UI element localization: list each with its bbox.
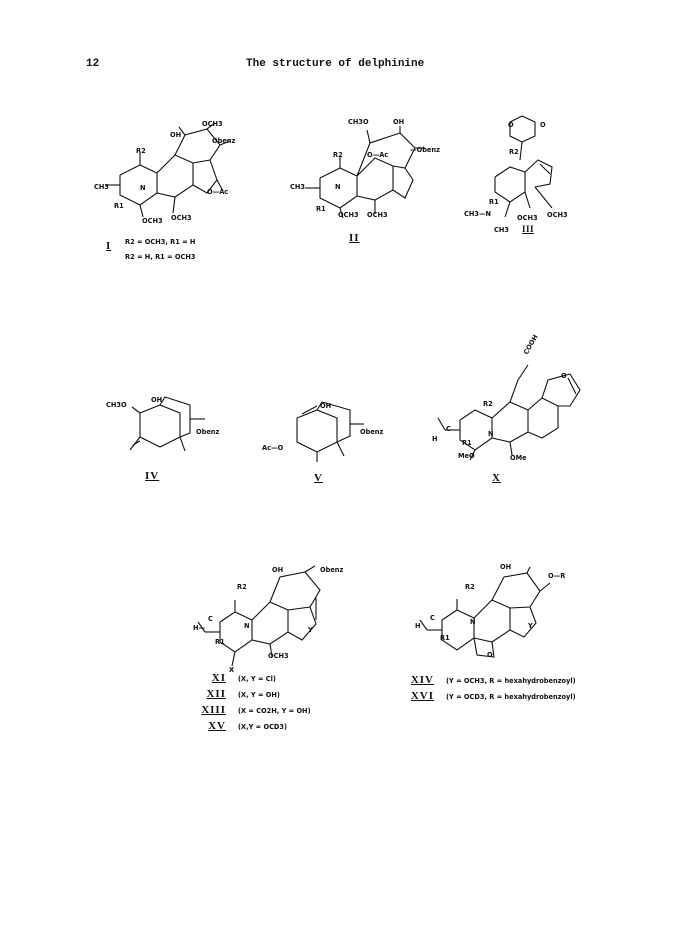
label-och3-right: OCH3	[547, 211, 568, 219]
label-oh: OH	[393, 118, 405, 126]
label-r2: R2	[333, 151, 343, 159]
label-oh: OH	[320, 402, 332, 410]
caption-text: (Y = OCH3, R = hexahydrobenzoyl)	[446, 677, 576, 685]
label-o: O	[487, 651, 493, 659]
caption-text: (X, Y = Cl)	[238, 675, 276, 683]
label-meo: MeO	[458, 452, 475, 460]
caption-numeral: XVI	[410, 690, 434, 702]
structure-I-bonds	[105, 122, 231, 218]
page-title: The structure of delphinine	[246, 58, 425, 70]
label-n: N	[335, 183, 341, 191]
structure-numeral: III	[522, 224, 535, 234]
label-och3-left: OCH3	[517, 214, 538, 222]
label-r2: R2	[237, 583, 247, 591]
structure-numeral: IV	[145, 470, 160, 482]
caption-text: (Y = OCD3, R = hexahydrobenzoyl)	[446, 693, 576, 701]
label-och3-right: OCH3	[367, 211, 388, 219]
label-r1: R1	[489, 198, 499, 206]
label-h: H	[415, 622, 421, 630]
label-oh: OH	[170, 131, 182, 139]
caption-text: (X = CO2H, Y = OH)	[238, 707, 311, 715]
label-och3-left: OCH3	[338, 211, 359, 219]
label-ch3: CH3	[494, 226, 509, 234]
label-obenz: Obenz	[320, 566, 344, 574]
label-och3: OCH3	[202, 120, 223, 128]
structure-numeral: II	[349, 232, 360, 244]
label-o-left: O	[508, 121, 514, 129]
label-oac: O—Ac	[207, 188, 229, 196]
label-ch3: CH3	[290, 183, 305, 191]
caption-numeral: XIV	[410, 674, 434, 686]
label-ch3: CH3	[94, 183, 109, 191]
structure-IV-bonds	[129, 396, 205, 452]
label-c: C	[446, 425, 451, 433]
label-c: C	[430, 614, 435, 622]
caption-XV: XV (X,Y = OCD3)	[198, 720, 287, 732]
label-h: H	[432, 435, 438, 443]
label-n: N	[140, 184, 146, 192]
label-obenz: Obenz	[196, 428, 220, 436]
label-x: X	[229, 666, 235, 674]
label-r1: R1	[114, 202, 124, 210]
caption-XIV: XIV (Y = OCH3, R = hexahydrobenzoyl)	[406, 674, 576, 686]
label-n: N	[470, 618, 476, 626]
label-y: Y	[308, 626, 313, 634]
label-r1: R1	[462, 439, 472, 447]
label-o: O	[561, 372, 567, 380]
label-obenz: —Obenz	[410, 146, 440, 154]
note-line-1: R2 = OCH3, R1 = H	[125, 238, 196, 246]
label-aco: Ac—O	[262, 444, 284, 452]
label-oh: OH	[272, 566, 284, 574]
structure-X-bonds	[437, 364, 581, 461]
structure-XIV-bonds	[419, 566, 551, 658]
label-h: H—	[193, 624, 206, 632]
label-r2: R2	[509, 148, 519, 156]
label-n: N	[244, 622, 250, 630]
caption-numeral: XV	[208, 720, 226, 732]
caption-numeral: XII	[206, 688, 226, 700]
structure-III-bonds	[494, 115, 553, 218]
page-number: 12	[86, 58, 100, 70]
label-oh: OH	[151, 396, 163, 404]
caption-XII: XII (X, Y = OH)	[198, 688, 280, 700]
label-r1: R1	[316, 205, 326, 213]
label-oac: O—Ac	[367, 151, 389, 159]
structure-II-bonds	[305, 126, 425, 219]
structure-XI-bonds	[197, 565, 321, 667]
label-r1: R1	[215, 638, 225, 646]
note-line-2: R2 = H, R1 = OCH3	[125, 253, 196, 261]
caption-numeral: XIII	[201, 704, 226, 716]
label-r2: R2	[483, 400, 493, 408]
label-obenz: Obenz	[212, 137, 236, 145]
caption-XI: XI (X, Y = Cl)	[198, 672, 276, 684]
caption-text: (X,Y = OCD3)	[238, 723, 288, 731]
caption-XVI: XVI (Y = OCD3, R = hexahydrobenzoyl)	[406, 690, 576, 702]
label-or: O—R	[548, 572, 566, 580]
caption-XIII: XIII (X = CO2H, Y = OH)	[198, 704, 311, 716]
structure-numeral: I	[106, 240, 112, 252]
label-och3-right: OCH3	[171, 214, 192, 222]
structure-numeral: V	[314, 472, 323, 484]
label-ome: OMe	[510, 454, 527, 462]
structure-numeral: X	[492, 472, 501, 484]
label-obenz: Obenz	[360, 428, 384, 436]
label-n: N	[488, 430, 494, 438]
label-r2: R2	[136, 147, 146, 155]
label-och3: OCH3	[268, 652, 289, 660]
label-cooh: COOH	[522, 333, 540, 356]
label-nme: CH3—N	[464, 210, 492, 218]
structure-V-bonds	[296, 401, 364, 462]
label-r1: R1	[440, 634, 450, 642]
label-y: Y	[528, 622, 533, 630]
label-oh: OH	[500, 563, 512, 571]
caption-numeral: XI	[211, 672, 226, 684]
caption-text: (X, Y = OH)	[238, 691, 280, 699]
label-r2: R2	[465, 583, 475, 591]
label-ch3o: CH3O	[348, 118, 369, 126]
label-och3-left: OCH3	[142, 217, 163, 225]
label-o-right: O	[540, 121, 546, 129]
label-ch3o: CH3O	[106, 401, 127, 409]
label-c: C	[208, 615, 213, 623]
